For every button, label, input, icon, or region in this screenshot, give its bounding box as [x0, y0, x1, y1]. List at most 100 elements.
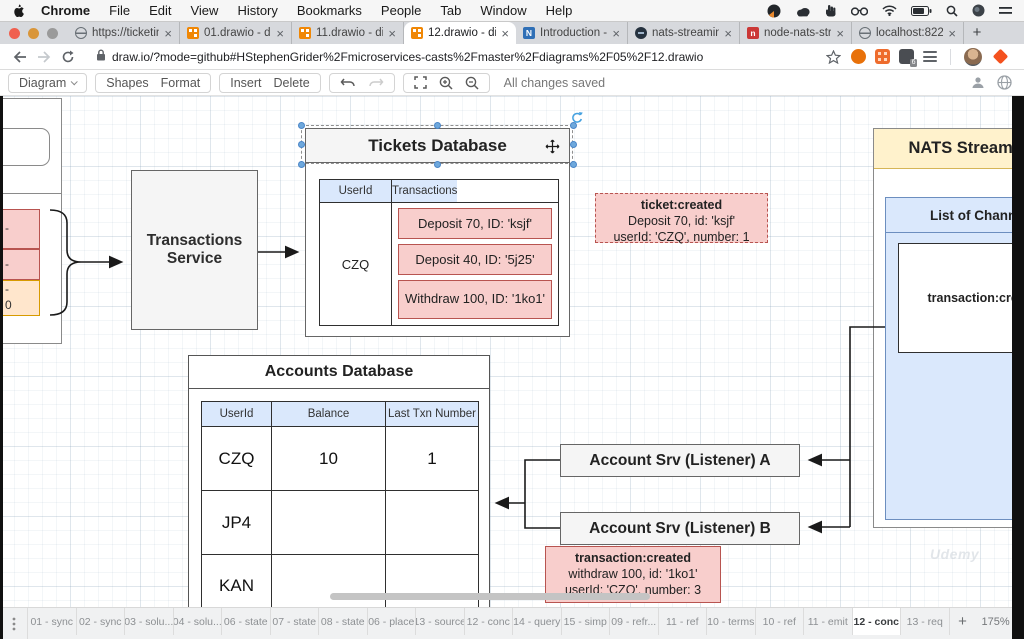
page-tab[interactable]: 08 - state — [319, 608, 368, 635]
selection-handle[interactable] — [434, 161, 441, 168]
tickets-database-table[interactable]: UserIdTransactions CZQ Deposit 70, ID: '… — [319, 179, 559, 326]
forward-button[interactable] — [32, 51, 56, 63]
tab-close-icon[interactable]: × — [164, 27, 172, 40]
page-tab[interactable]: 11 - ref — [659, 608, 708, 635]
language-globe-icon[interactable] — [997, 75, 1012, 90]
menu-item[interactable]: Help — [546, 3, 573, 18]
tickets-table-column-header[interactable]: Transactions — [392, 180, 457, 202]
tab-close-icon[interactable]: × — [276, 27, 284, 40]
spotlight-icon[interactable] — [946, 5, 958, 17]
zoom-out-button[interactable] — [465, 76, 479, 90]
rotate-handle-icon[interactable] — [570, 111, 583, 129]
menu-item[interactable]: Window — [480, 3, 526, 18]
profile-avatar[interactable] — [964, 48, 982, 66]
tickets-database-container[interactable]: Tickets Database UserIdTransactions CZQ … — [305, 128, 570, 337]
delete-button[interactable]: Delete — [274, 76, 310, 90]
new-tab-button[interactable]: + — [964, 22, 990, 44]
browser-settings-icon[interactable] — [993, 49, 1009, 65]
page-tab[interactable]: 10 - ref — [756, 608, 805, 635]
address-bar[interactable]: draw.io/?mode=github#HStephenGrider%2Fmi… — [86, 47, 815, 67]
undo-button[interactable] — [340, 77, 356, 88]
left-partial-row[interactable]: - — [0, 249, 40, 280]
apple-menu-icon[interactable] — [12, 3, 25, 18]
tab-close-icon[interactable]: × — [948, 27, 956, 40]
list-of-channels-title[interactable]: List of Channels — [886, 198, 1024, 233]
transaction-item[interactable]: Deposit 40, ID: '5j25' — [398, 244, 552, 275]
tab-close-icon[interactable]: × — [388, 27, 396, 40]
transaction-item[interactable]: Deposit 70, ID: 'ksjf' — [398, 208, 552, 239]
format-button[interactable]: Format — [161, 76, 201, 90]
tickets-table-column-header[interactable]: UserId — [320, 180, 392, 202]
page-tab[interactable]: 12 - conc — [853, 608, 902, 635]
extension-icon-list[interactable] — [923, 51, 937, 62]
left-partial-row[interactable]: - — [0, 209, 40, 249]
browser-tab[interactable]: node-nats-streamin × — [740, 22, 852, 44]
menu-item[interactable]: Tab — [440, 3, 461, 18]
accounts-database-title[interactable]: Accounts Database — [189, 356, 489, 389]
menu-item[interactable]: People — [381, 3, 421, 18]
tickets-database-title[interactable]: Tickets Database — [306, 129, 569, 163]
selection-handle[interactable] — [298, 122, 305, 129]
accounts-table-cell[interactable]: 10 — [272, 427, 386, 490]
page-tab[interactable]: 02 - sync — [77, 608, 126, 635]
browser-tab[interactable]: localhost:8222/stre × — [852, 22, 964, 44]
page-tab[interactable]: 01 - sync — [28, 608, 77, 635]
page-tab[interactable]: 09 - refr... — [610, 608, 659, 635]
browser-tab[interactable]: Introduction - NATS × — [516, 22, 628, 44]
page-tab[interactable]: 06 - state — [222, 608, 271, 635]
page-tab[interactable]: 14 - query — [513, 608, 562, 635]
status-icon-hand[interactable] — [825, 4, 837, 17]
selection-handle[interactable] — [570, 141, 577, 148]
selection-handle[interactable] — [434, 122, 441, 129]
accounts-table-column-header[interactable]: Balance — [272, 402, 386, 426]
window-minimize-button[interactable] — [28, 28, 39, 39]
zoom-in-button[interactable] — [439, 76, 453, 90]
extension-icon-grid[interactable] — [875, 49, 890, 64]
tab-close-icon[interactable]: × — [501, 27, 509, 40]
siri-icon[interactable] — [972, 4, 985, 17]
page-tab[interactable]: 13 - source — [416, 608, 465, 635]
add-page-button[interactable]: + — [950, 608, 976, 635]
window-zoom-button[interactable] — [47, 28, 58, 39]
transactions-service-box[interactable]: Transactions Service — [131, 170, 258, 330]
pages-menu-button[interactable] — [0, 608, 28, 639]
bookmark-star-icon[interactable] — [821, 50, 845, 64]
page-tab[interactable]: 12 - conc — [465, 608, 514, 635]
menu-item[interactable]: View — [190, 3, 218, 18]
diagram-menu-button[interactable]: Diagram — [8, 73, 87, 93]
browser-tab[interactable]: nats-streaming - D × — [628, 22, 740, 44]
page-tab[interactable]: 06 - place — [368, 608, 417, 635]
accounts-table-cell[interactable] — [386, 491, 478, 554]
tab-close-icon[interactable]: × — [836, 27, 844, 40]
page-tab[interactable]: 13 - req — [901, 608, 950, 635]
extension-icon-circle[interactable] — [851, 49, 866, 64]
accounts-table-cell[interactable]: JP4 — [202, 491, 272, 554]
page-tab[interactable]: 11 - emit — [804, 608, 853, 635]
page-tab[interactable]: 15 - simp — [562, 608, 611, 635]
status-icon-cloud[interactable] — [795, 5, 811, 17]
diagram-canvas[interactable]: --- 0 Transactions Service Tickets Datab… — [0, 96, 1024, 607]
transaction-item[interactable]: Withdraw 100, ID: '1ko1' — [398, 280, 552, 319]
notification-center-icon[interactable] — [999, 6, 1012, 16]
reload-button[interactable] — [56, 50, 80, 64]
menu-item[interactable]: Edit — [149, 3, 171, 18]
window-close-button[interactable] — [9, 28, 20, 39]
ticket-created-note[interactable]: ticket:created Deposit 70, id: 'ksjf' us… — [595, 193, 768, 243]
transaction-channel-box[interactable]: transaction:created — [898, 243, 1024, 353]
page-tab[interactable]: 03 - solu... — [125, 608, 174, 635]
menu-item[interactable]: History — [237, 3, 277, 18]
selection-handle[interactable] — [298, 141, 305, 148]
fit-page-button[interactable] — [414, 76, 427, 89]
redo-button[interactable] — [368, 77, 384, 88]
wifi-icon[interactable] — [882, 5, 897, 16]
accounts-table-cell[interactable]: 1 — [386, 427, 478, 490]
selection-handle[interactable] — [298, 161, 305, 168]
browser-tab[interactable]: https://ticketing.dev × — [68, 22, 180, 44]
tab-close-icon[interactable]: × — [612, 27, 620, 40]
accounts-table-column-header[interactable]: Last Txn Number — [386, 402, 478, 426]
accounts-table-column-header[interactable]: UserId — [202, 402, 272, 426]
battery-icon[interactable] — [911, 6, 932, 16]
browser-tab[interactable]: 12.drawio - diagram × — [404, 22, 516, 44]
accounts-table-cell[interactable]: KAN — [202, 555, 272, 607]
selection-handle[interactable] — [570, 161, 577, 168]
